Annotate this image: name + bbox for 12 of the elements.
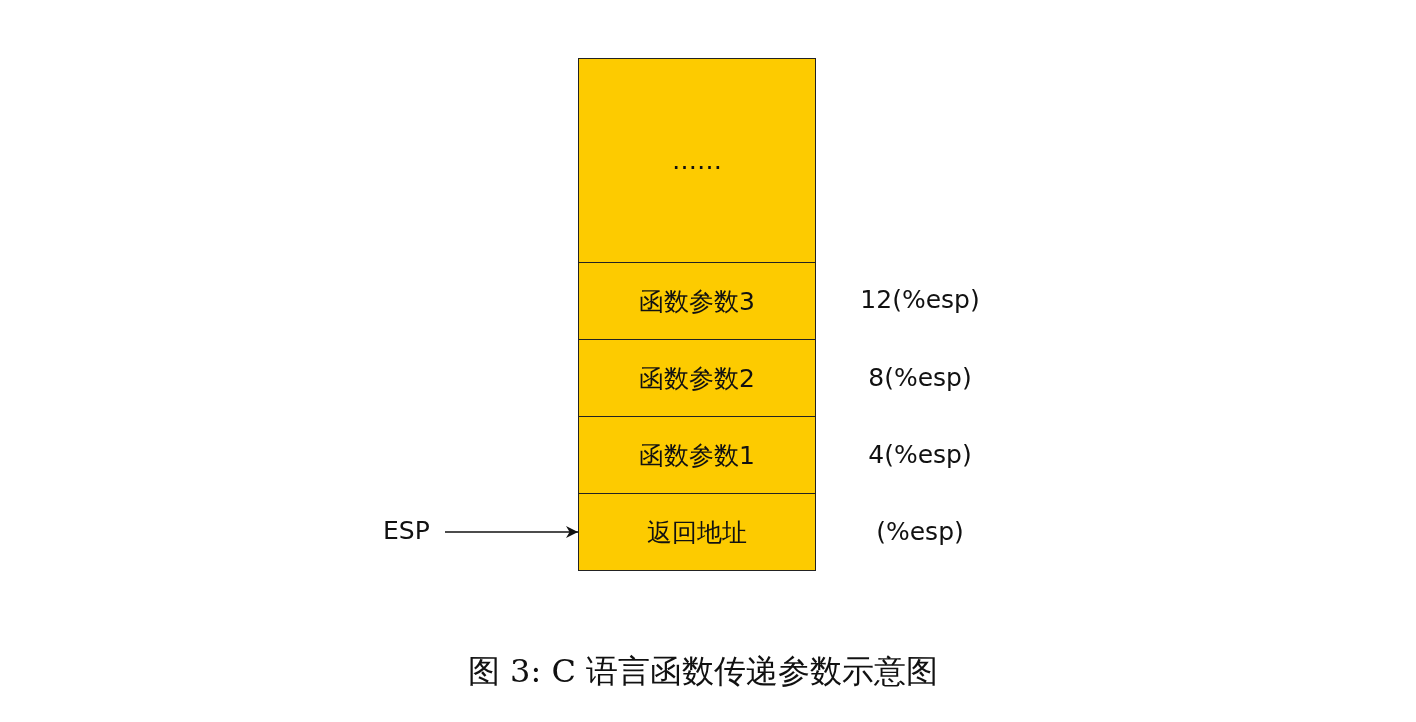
pointer-label: ESP [383,516,430,545]
stack-cell: …… [578,58,816,263]
arrow [444,526,579,538]
offset-label: (%esp) [876,517,964,546]
figure-caption: 图 3: C 语言函数传递参数示意图 [467,651,939,692]
offset-label: 8(%esp) [868,363,972,392]
stack-cell: 函数参数1 [578,416,816,494]
offset-label: 4(%esp) [868,440,972,469]
stack-cell: 函数参数3 [578,262,816,340]
stack-cell: 返回地址 [578,493,816,571]
stack-cell: 函数参数2 [578,339,816,417]
offset-label: 12(%esp) [860,285,980,314]
